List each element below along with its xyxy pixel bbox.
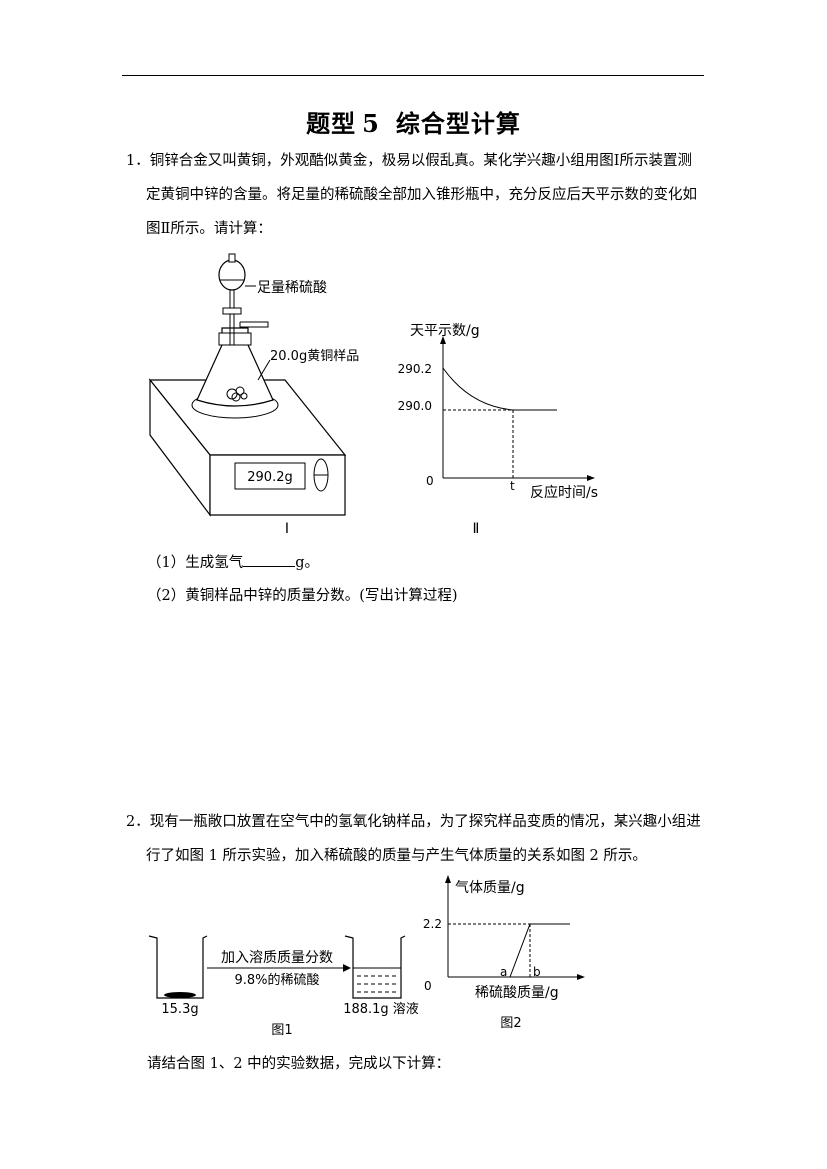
q1-chart-xlabel: 反应时间/s bbox=[530, 484, 598, 501]
q2-chart-xlabel: 稀硫酸质量/g bbox=[475, 985, 559, 1001]
q1-chart-series-line bbox=[442, 367, 557, 411]
balance-display bbox=[234, 462, 306, 490]
q1-number: 1． bbox=[126, 153, 150, 169]
title-main: 综合型计算 bbox=[395, 109, 521, 138]
q2-chart-ytick: 2.2 bbox=[423, 917, 442, 931]
left-beaker bbox=[148, 935, 208, 999]
figure-II-caption: Ⅱ bbox=[473, 521, 480, 537]
solid-sample-icon bbox=[164, 992, 196, 998]
arrow-bottom-label: 9.8%的稀硫酸 bbox=[234, 972, 319, 988]
arrow-top-label: 加入溶质质量分数 bbox=[221, 950, 333, 966]
dropping-funnel bbox=[218, 259, 246, 291]
q1-chart-origin: 0 bbox=[426, 474, 434, 488]
q2-text: 2．现有一瓶敞口放置在空气中的氢氧化钠样品，为了探究样品变质的情况，某兴趣小组进… bbox=[126, 805, 706, 873]
stopcock bbox=[222, 307, 242, 315]
q2-chart-series-line bbox=[509, 923, 570, 978]
acid-label: 足量稀硫酸 bbox=[257, 280, 327, 296]
q2-chart-ylabel: 气体质量/g bbox=[455, 880, 525, 896]
side-tube bbox=[239, 321, 269, 328]
header-rule bbox=[122, 75, 704, 76]
right-mass: 188.1g 溶液 bbox=[343, 1002, 419, 1017]
brass-sample-icon bbox=[226, 386, 248, 402]
q2-closing: 请结合图 1、2 中的实验数据，完成以下计算： bbox=[147, 1056, 451, 1072]
q1-line2: 定黄铜中锌的含量。将足量的稀硫酸全部加入锥形瓶中，充分反应后天平示数的变化如 bbox=[146, 187, 697, 203]
title-number: 5 bbox=[362, 109, 380, 138]
q1-line3: 图Ⅱ所示。请计算： bbox=[146, 221, 272, 237]
q2-chart: 气体质量/g 2.2 0 a b 稀硫酸质量/g 图2 bbox=[423, 875, 585, 1031]
sample-label: 20.0g黄铜样品 bbox=[270, 349, 359, 364]
q2-chart-xtick-b: b bbox=[533, 965, 541, 979]
q2-line1: 现有一瓶敞口放置在空气中的氢氧化钠样品，为了探究样品变质的情况，某兴趣小组进 bbox=[149, 814, 701, 830]
title-prefix: 题型 bbox=[306, 109, 357, 138]
q2-number: 2． bbox=[126, 814, 150, 830]
q1-chart-ylabel: 天平示数/g bbox=[410, 323, 480, 339]
left-mass: 15.3g bbox=[161, 1002, 198, 1017]
q1-line1: 铜锌合金又叫黄铜，外观酷似黄金，极易以假乱真。某化学兴趣小组用图Ⅰ所示装置测 bbox=[149, 153, 692, 169]
balance-reading: 290.2g bbox=[247, 470, 292, 485]
figure-2-caption: 图2 bbox=[500, 1016, 521, 1031]
q2-figure-beakers: 15.3g 加入溶质质量分数 9.8%的稀硫酸 188.1g 溶液 图1 bbox=[148, 935, 419, 1038]
q2-chart-xtick-a: a bbox=[500, 965, 507, 979]
q1-chart-ytick-low: 290.0 bbox=[398, 399, 432, 413]
answer-blank[interactable] bbox=[243, 552, 296, 567]
q2-chart-origin: 0 bbox=[424, 979, 432, 993]
q1-sub2: （2）黄铜样品中锌的质量分数。(写出计算过程) bbox=[147, 588, 458, 604]
figure-1-caption: 图1 bbox=[271, 1023, 292, 1038]
q2-line2: 行了如图 1 所示实验，加入稀硫酸的质量与产生气体质量的关系如图 2 所示。 bbox=[146, 848, 647, 864]
q1-figure-apparatus: 290.2g 足量稀硫酸 20.0g黄铜样品 Ⅰ bbox=[148, 253, 359, 537]
figure-I-caption: Ⅰ bbox=[285, 521, 289, 537]
q1-chart: 天平示数/g 290.2 290.0 0 t 反应时间/s Ⅱ bbox=[398, 323, 598, 537]
q1-chart-ytick-high: 290.2 bbox=[398, 362, 432, 376]
q1-chart-xtick-t: t bbox=[510, 479, 515, 493]
right-beaker bbox=[344, 935, 406, 999]
q1-text: 1．铜锌合金又叫黄铜，外观酷似黄金，极易以假乱真。某化学兴趣小组用图Ⅰ所示装置测… bbox=[126, 144, 706, 246]
stopper bbox=[218, 332, 252, 346]
